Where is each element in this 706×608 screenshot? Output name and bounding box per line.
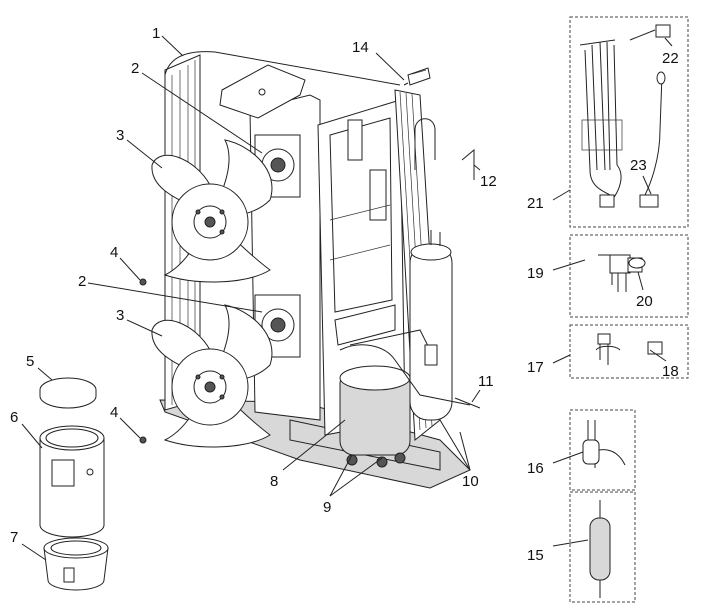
cap-lid (39, 377, 97, 409)
callout-9: 9 (323, 499, 331, 516)
callout-14: 14 (352, 39, 369, 56)
lower-fan-blade (151, 304, 273, 448)
callout-11: 11 (478, 373, 494, 390)
callout-18: 18 (662, 363, 679, 380)
nut-upper (139, 278, 147, 286)
callout-20: 20 (636, 293, 653, 310)
top-pipe (164, 51, 401, 86)
callout-4-upper: 4 (110, 244, 118, 261)
detail-box-15 (569, 491, 636, 603)
detail-box-19 (569, 234, 689, 318)
lower-fan-motor (254, 294, 301, 358)
insulation-sleeve (39, 425, 105, 538)
callout-23: 23 (630, 157, 647, 174)
callout-4-lower: 4 (110, 404, 118, 421)
callout-8: 8 (270, 473, 278, 490)
nut-lower (139, 436, 147, 444)
callout-5: 5 (26, 353, 34, 370)
callout-6: 6 (10, 409, 18, 426)
callout-1: 1 (152, 25, 160, 42)
callout-3-lower: 3 (116, 307, 124, 324)
detail-box-16 (569, 409, 636, 491)
callout-17: 17 (527, 359, 544, 376)
small-fitting (403, 67, 431, 86)
callout-7: 7 (10, 529, 18, 546)
loose-parts (39, 377, 109, 591)
callout-10: 10 (462, 473, 479, 490)
callout-2-lower: 2 (78, 273, 86, 290)
temp-sensor (461, 148, 475, 180)
callout-22: 22 (662, 50, 679, 67)
base-ring (43, 537, 109, 591)
outdoor-unit-assembly (139, 51, 481, 489)
callout-3-upper: 3 (116, 127, 124, 144)
callout-16: 16 (527, 460, 544, 477)
callout-labels: 1 2 3 4 2 3 4 5 6 7 8 9 10 11 12 14 15 1… (10, 25, 679, 564)
detail-boxes (569, 16, 689, 603)
service-pipe (454, 397, 481, 409)
callout-21: 21 (527, 195, 544, 212)
accumulator-tank (409, 230, 453, 421)
compressor (339, 365, 411, 468)
callout-15: 15 (527, 547, 544, 564)
detail-box-21 (569, 16, 689, 228)
callout-19: 19 (527, 265, 544, 282)
callout-12: 12 (480, 173, 497, 190)
upper-fan-blade (151, 139, 273, 283)
leader-lines (21, 35, 673, 561)
callout-2-upper: 2 (131, 60, 139, 77)
